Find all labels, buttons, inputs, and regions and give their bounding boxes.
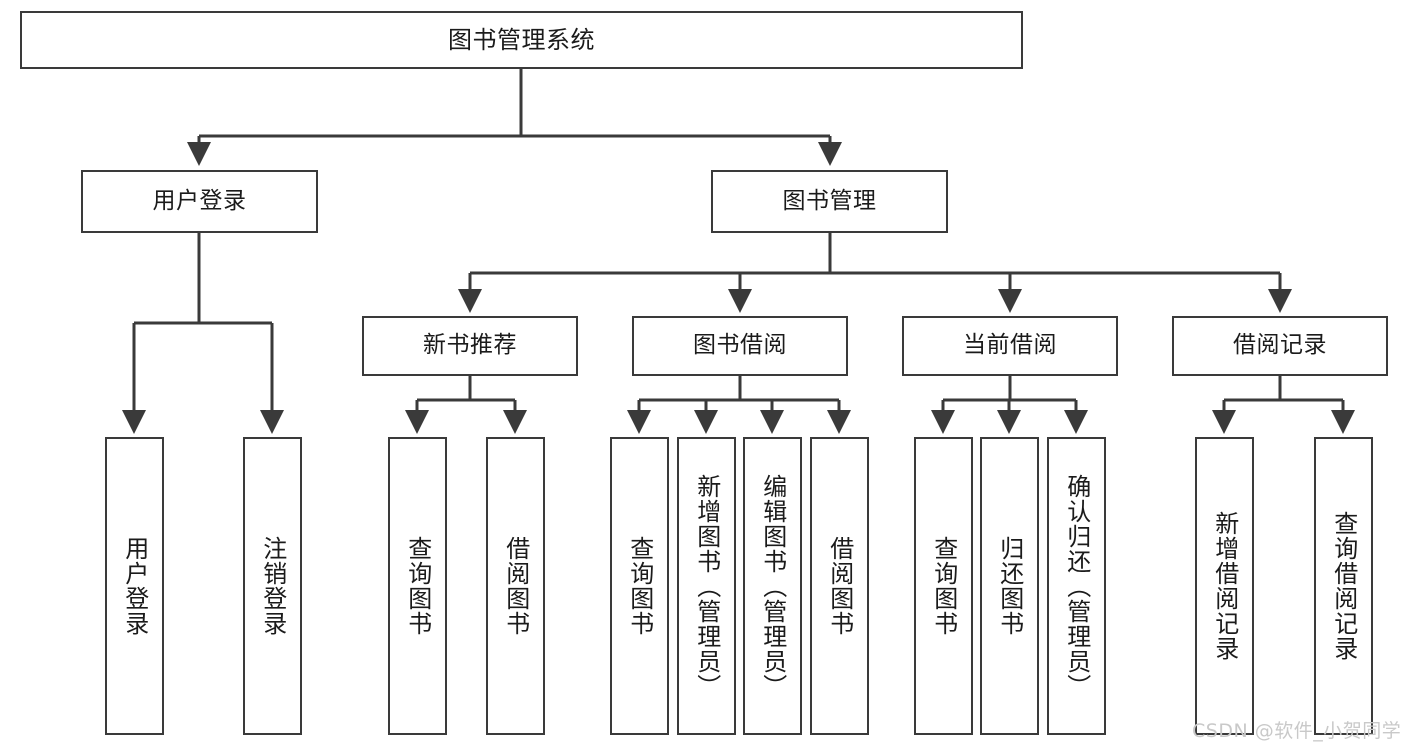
node-new-book-recommend[interactable]: 新书推荐 [362,316,578,376]
leaf-label: 查询借阅记录 [1329,511,1358,661]
node-book-borrow-label: 图书借阅 [693,332,787,359]
node-root[interactable]: 图书管理系统 [20,11,1023,69]
leaf-label: 新增图书（管理员） [692,473,721,699]
node-user-login[interactable]: 用户登录 [81,170,318,233]
leaf-new-book-borrow[interactable]: 借阅图书 [486,437,545,735]
node-user-login-label: 用户登录 [152,187,247,214]
leaf-current-borrow-query[interactable]: 查询图书 [914,437,973,735]
leaf-current-borrow-return[interactable]: 归还图书 [980,437,1039,735]
leaf-borrow-record-add[interactable]: 新增借阅记录 [1195,437,1254,735]
node-borrow-record[interactable]: 借阅记录 [1172,316,1388,376]
leaf-book-borrow-add[interactable]: 新增图书（管理员） [677,437,736,735]
leaf-borrow-record-query[interactable]: 查询借阅记录 [1314,437,1373,735]
node-borrow-record-label: 借阅记录 [1233,332,1327,359]
leaf-book-borrow-query[interactable]: 查询图书 [610,437,669,735]
leaf-label: 查询图书 [403,536,432,636]
leaf-label: 查询图书 [929,536,958,636]
leaf-label: 借阅图书 [825,536,854,636]
leaf-label: 用户登录 [120,536,149,636]
node-new-book-recommend-label: 新书推荐 [423,332,517,359]
node-current-borrow[interactable]: 当前借阅 [902,316,1118,376]
leaf-label: 编辑图书（管理员） [758,473,787,699]
leaf-new-book-query[interactable]: 查询图书 [388,437,447,735]
node-book-management[interactable]: 图书管理 [711,170,948,233]
leaf-current-borrow-confirm[interactable]: 确认归还（管理员） [1047,437,1106,735]
leaf-book-borrow-lend[interactable]: 借阅图书 [810,437,869,735]
csdn-watermark: CSDN @软件_小贺同学 [1192,720,1402,742]
node-book-management-label: 图书管理 [782,187,877,214]
node-book-borrow[interactable]: 图书借阅 [632,316,848,376]
node-root-label: 图书管理系统 [448,25,595,54]
leaf-label: 确认归还（管理员） [1062,473,1091,699]
leaf-label: 归还图书 [995,536,1024,636]
node-current-borrow-label: 当前借阅 [963,332,1057,359]
leaf-user-login-signin[interactable]: 用户登录 [105,437,164,735]
leaf-user-login-signout[interactable]: 注销登录 [243,437,302,735]
leaf-label: 借阅图书 [501,536,530,636]
leaf-label: 新增借阅记录 [1210,511,1239,661]
leaf-label: 注销登录 [258,536,287,636]
leaf-book-borrow-edit[interactable]: 编辑图书（管理员） [743,437,802,735]
leaf-label: 查询图书 [625,536,654,636]
